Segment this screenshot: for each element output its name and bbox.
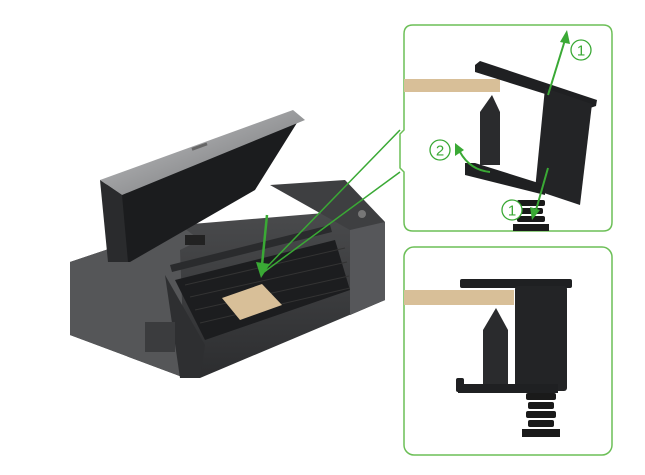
- step-label-tip: 2: [436, 143, 444, 160]
- machine-logo: [191, 142, 208, 151]
- step-badge: [501, 199, 523, 221]
- arrow-shaft: [260, 214, 269, 266]
- wood-board: [404, 79, 500, 92]
- step-badge: [429, 139, 451, 161]
- step-label-down: 1: [508, 203, 516, 220]
- lid-top: [100, 110, 305, 195]
- arrow-shaft: [547, 39, 566, 96]
- arrow-rotate-icon: [455, 143, 464, 156]
- wood-board: [404, 290, 514, 305]
- clamp-spring: [522, 393, 560, 437]
- arrow-shaft: [535, 167, 549, 211]
- power-button-icon: [358, 210, 366, 218]
- callout-top-panel: 1 2 1: [399, 24, 613, 232]
- clamp-body: [515, 286, 567, 391]
- leader-line: [261, 129, 401, 273]
- arrow-down-icon: [530, 207, 540, 220]
- laser-engraver-machine: [70, 110, 401, 378]
- probe-tip: [480, 95, 500, 165]
- arrow-up-icon: [560, 30, 570, 44]
- clamp-bottom-arm: [458, 384, 558, 393]
- callout-bottom-panel: [403, 246, 613, 456]
- wood-workpiece: [222, 284, 282, 320]
- leader-line: [263, 171, 401, 273]
- laser-head: [185, 235, 205, 245]
- probe-tip: [483, 308, 508, 385]
- step-label-up: 1: [577, 43, 585, 60]
- lid-window: [105, 112, 300, 262]
- clamp-top-arm: [460, 279, 572, 288]
- arrow-shaft: [459, 151, 491, 173]
- vent-grille: [145, 322, 175, 352]
- gantry-rail: [170, 225, 332, 272]
- step-badge: [570, 39, 592, 61]
- clamp-body: [535, 88, 592, 205]
